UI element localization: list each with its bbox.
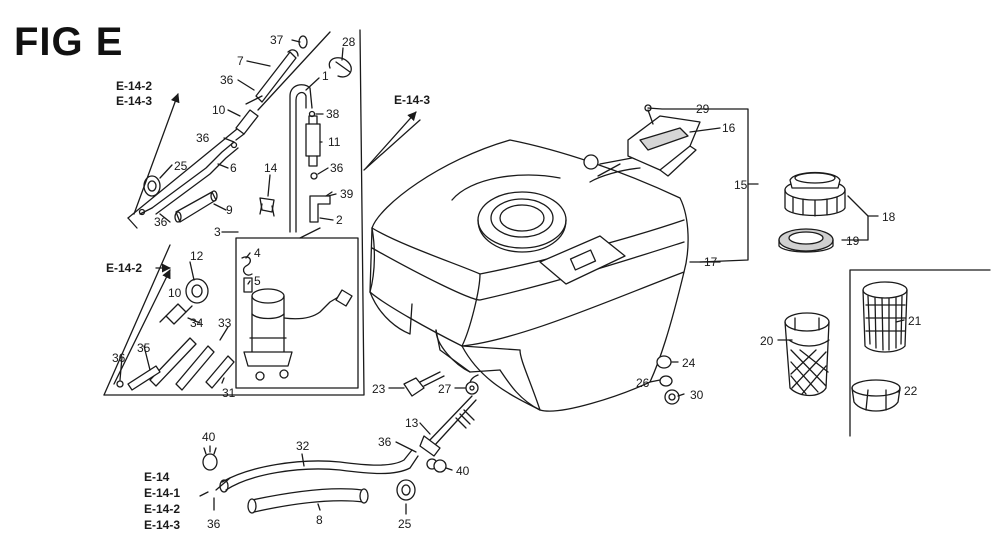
clip-36 [310, 172, 318, 180]
joint-12 [185, 278, 209, 304]
callout-39: 39 [340, 187, 354, 201]
callout-13: 13 [405, 416, 419, 430]
fuel-hose-32 [219, 449, 419, 493]
callout-28: 28 [342, 35, 356, 49]
hose-34 [149, 337, 197, 387]
callout-36: 36 [196, 131, 210, 145]
fuel-tank [369, 139, 689, 412]
ref-top-center: E-14-3 [394, 93, 430, 107]
fuel-cap [784, 171, 846, 217]
figure-title: FIG E [14, 20, 124, 64]
clip-36-left [138, 208, 146, 216]
callout-14: 14 [264, 161, 278, 175]
callout-18: 18 [882, 210, 896, 224]
ref-mid-left: E-14-2 [106, 261, 142, 275]
clamp-28 [328, 57, 352, 78]
clip-25 [396, 479, 416, 501]
callout-7: 7 [237, 54, 244, 68]
callout-31: 31 [222, 386, 236, 400]
callout-32: 32 [296, 439, 310, 453]
clip-38 [308, 110, 316, 118]
callout-36: 36 [207, 517, 221, 531]
callout-12: 12 [190, 249, 204, 263]
clip-36-upper [230, 141, 238, 149]
callout-30: 30 [690, 388, 704, 402]
callout-40: 40 [202, 430, 216, 444]
callout-35: 35 [137, 341, 151, 355]
callout-29: 29 [696, 102, 710, 116]
bracket-14 [259, 197, 275, 217]
ref-top-left-2: E-14-3 [116, 94, 152, 108]
hose-35 [127, 365, 161, 391]
ref-arrows [113, 93, 417, 491]
fuel-joint [419, 395, 477, 470]
ref-bottom-2: E-14-1 [144, 486, 180, 500]
callout-1: 1 [322, 69, 329, 83]
callout-9: 9 [226, 203, 233, 217]
ref-top-left-1: E-14-2 [116, 79, 152, 93]
callout-22: 22 [904, 384, 918, 398]
callout-15: 15 [734, 178, 748, 192]
callout-21: 21 [908, 314, 922, 328]
callout-36: 36 [330, 161, 344, 175]
inline-filter-11 [305, 115, 321, 167]
callout-10: 10 [168, 286, 182, 300]
fuel-pump [241, 256, 353, 381]
callout-5: 5 [254, 274, 261, 288]
callout-36: 36 [154, 215, 168, 229]
callout-3: 3 [214, 225, 221, 239]
callout-34: 34 [190, 316, 204, 330]
hose-33 [175, 345, 235, 391]
callout-25: 25 [398, 517, 412, 531]
callout-17: 17 [704, 255, 718, 269]
fuel-filter-10 [235, 95, 263, 141]
callout-27: 27 [438, 382, 452, 396]
callout-20: 20 [760, 334, 774, 348]
tank-bolt [403, 371, 445, 397]
callout-labels: 37 28 7 1 36 38 10 11 36 36 25 6 14 39 3… [112, 33, 922, 531]
callout-33: 33 [218, 316, 232, 330]
filter-10-lower [159, 303, 193, 325]
strainer-element [862, 281, 908, 353]
hose-7 [255, 49, 299, 103]
tube-6 [139, 141, 239, 215]
ref-bottom-1: E-14 [144, 470, 170, 484]
callout-16: 16 [722, 121, 736, 135]
callout-36: 36 [220, 73, 234, 87]
callout-36: 36 [378, 435, 392, 449]
hose-1 [289, 84, 313, 233]
callout-19: 19 [846, 234, 860, 248]
callout-38: 38 [326, 107, 340, 121]
callout-8: 8 [316, 513, 323, 527]
callout-25: 25 [174, 159, 188, 173]
flange-bolt [465, 381, 479, 395]
cap-seal [778, 228, 834, 253]
callout-11: 11 [328, 135, 341, 149]
callout-26: 26 [636, 376, 650, 390]
callout-2: 2 [336, 213, 343, 227]
fuel-hose-8 [247, 488, 369, 514]
callout-40: 40 [456, 464, 470, 478]
fuel-gauge [583, 104, 701, 177]
clip-36-low [116, 380, 124, 388]
strainer-ring [851, 379, 901, 412]
hose-clamp [202, 447, 447, 473]
hose-9 [174, 190, 218, 223]
callout-24: 24 [682, 356, 696, 370]
callout-37: 37 [270, 33, 284, 47]
callout-36: 36 [112, 351, 126, 365]
ref-bottom-3: E-14-2 [144, 502, 180, 516]
panel-borders [103, 29, 991, 437]
callout-4: 4 [254, 246, 261, 260]
callout-23: 23 [372, 382, 386, 396]
reference-codes: E-14-2 E-14-3 E-14-3 E-14-2 E-14 E-14-1 … [106, 79, 430, 532]
callout-10: 10 [212, 103, 226, 117]
callout-6: 6 [230, 161, 237, 175]
ref-bottom-4: E-14-3 [144, 518, 180, 532]
leader-lines [119, 39, 905, 515]
fuel-strainer [784, 312, 830, 397]
drain-parts [656, 355, 680, 405]
